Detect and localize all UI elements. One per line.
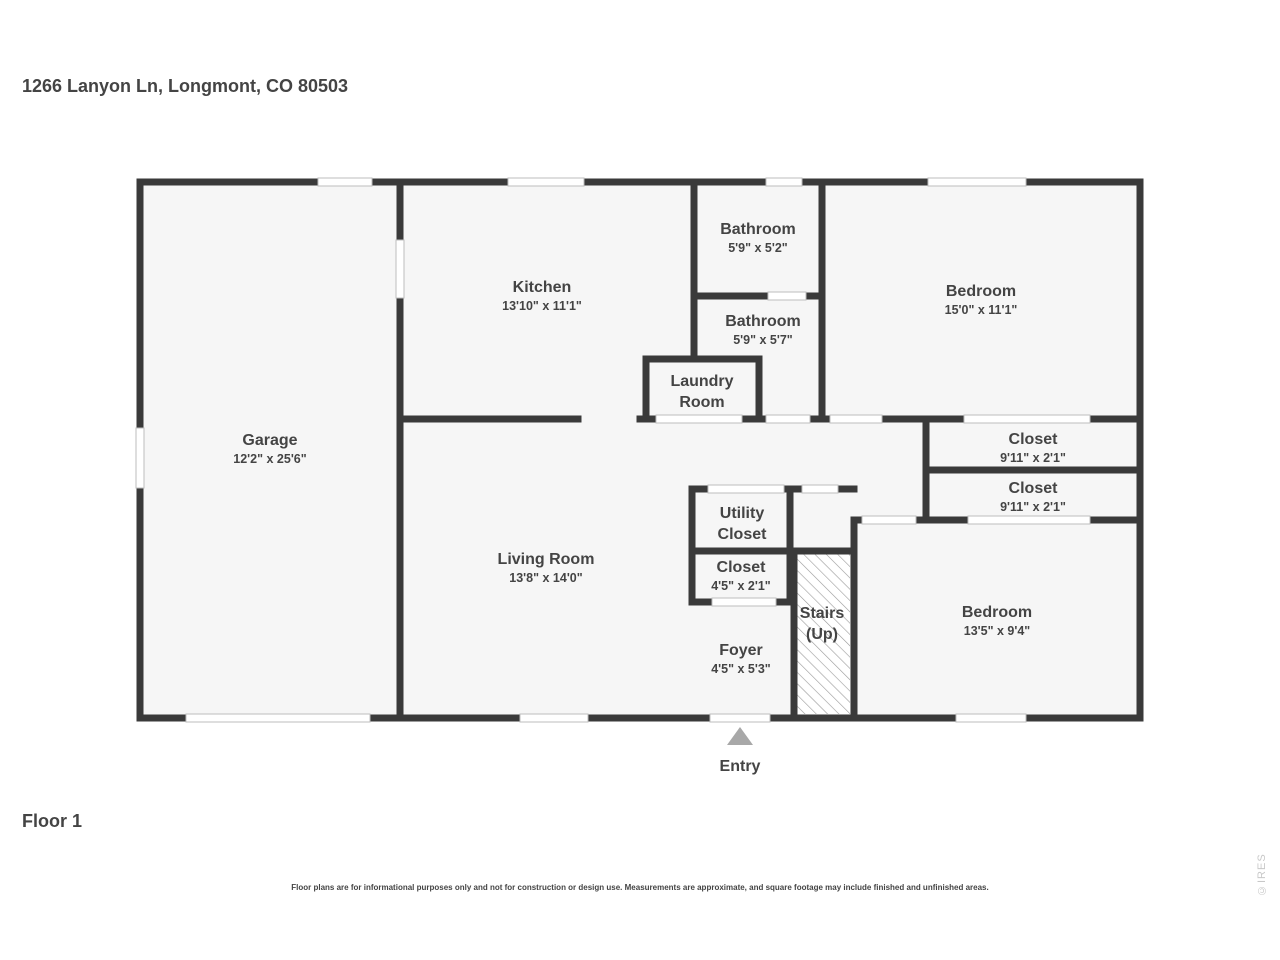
- front-door: [709, 713, 771, 723]
- living-window: [519, 713, 589, 723]
- closet-2-label: Closet: [1009, 480, 1059, 497]
- bathroom-1-dims: 5'9" x 5'2": [728, 241, 788, 255]
- closet-2-dims: 9'11" x 2'1": [1000, 500, 1066, 514]
- stairs-label-line2: (Up): [806, 626, 838, 643]
- property-address: 1266 Lanyon Ln, Longmont, CO 80503: [22, 76, 349, 96]
- closet2-door: [967, 515, 1091, 525]
- floor-area: [140, 182, 1140, 718]
- bedroom-window: [927, 177, 1027, 187]
- openings: [135, 177, 1091, 723]
- bedroom2-door: [861, 515, 917, 525]
- stair-closet-door: [801, 484, 839, 494]
- entry-label: Entry: [720, 758, 761, 775]
- laundry-label-line2: Room: [679, 394, 724, 411]
- entry-arrow-icon: [727, 727, 753, 745]
- bathroom2-door: [765, 414, 811, 424]
- bathroom-1-label: Bathroom: [720, 221, 796, 238]
- garage-dims: 12'2" x 25'6": [233, 452, 306, 466]
- garage-kitchen-door: [395, 239, 405, 299]
- closet-1-label: Closet: [1009, 431, 1059, 448]
- bathroom-2-dims: 5'9" x 5'7": [733, 333, 793, 347]
- kitchen-label: Kitchen: [513, 279, 572, 296]
- bedroom-1-dims: 15'0" x 11'1": [945, 303, 1018, 317]
- utility-door: [707, 484, 785, 494]
- utility-closet-label-line1: Utility: [720, 505, 765, 522]
- foyer-dims: 4'5" x 5'3": [711, 662, 771, 676]
- kitchen-window: [507, 177, 585, 187]
- closet3-door: [711, 597, 777, 607]
- bedroom2-window: [955, 713, 1027, 723]
- utility-closet-label-line2: Closet: [718, 526, 768, 543]
- bedroom-2-label: Bedroom: [962, 604, 1032, 621]
- disclaimer: Floor plans are for informational purpos…: [291, 883, 989, 892]
- closet1-door: [963, 414, 1091, 424]
- garage-label: Garage: [242, 432, 297, 449]
- garage-window: [317, 177, 373, 187]
- floor-label: Floor 1: [22, 811, 83, 831]
- bedroom1-door: [829, 414, 883, 424]
- garage-door: [185, 713, 371, 723]
- kitchen-dims: 13'10" x 11'1": [502, 299, 582, 313]
- stairs-hatch: [794, 551, 850, 714]
- laundry-label-line1: Laundry: [670, 373, 733, 390]
- bath-bath-door: [767, 291, 807, 301]
- bedroom-1-label: Bedroom: [946, 283, 1016, 300]
- garage-side-window: [135, 427, 145, 489]
- bathroom-window: [765, 177, 803, 187]
- laundry-door: [655, 414, 743, 424]
- closet-3-dims: 4'5" x 2'1": [711, 579, 771, 593]
- stairs-label-line1: Stairs: [800, 605, 845, 622]
- closet-3-label: Closet: [717, 559, 767, 576]
- watermark: ©IRES: [1256, 853, 1268, 896]
- foyer-label: Foyer: [719, 642, 763, 659]
- living-room-label: Living Room: [498, 551, 595, 568]
- living-room-dims: 13'8" x 14'0": [509, 571, 582, 585]
- bathroom-2-label: Bathroom: [725, 313, 801, 330]
- closet-1-dims: 9'11" x 2'1": [1000, 451, 1066, 465]
- bedroom-2-dims: 13'5" x 9'4": [964, 624, 1031, 638]
